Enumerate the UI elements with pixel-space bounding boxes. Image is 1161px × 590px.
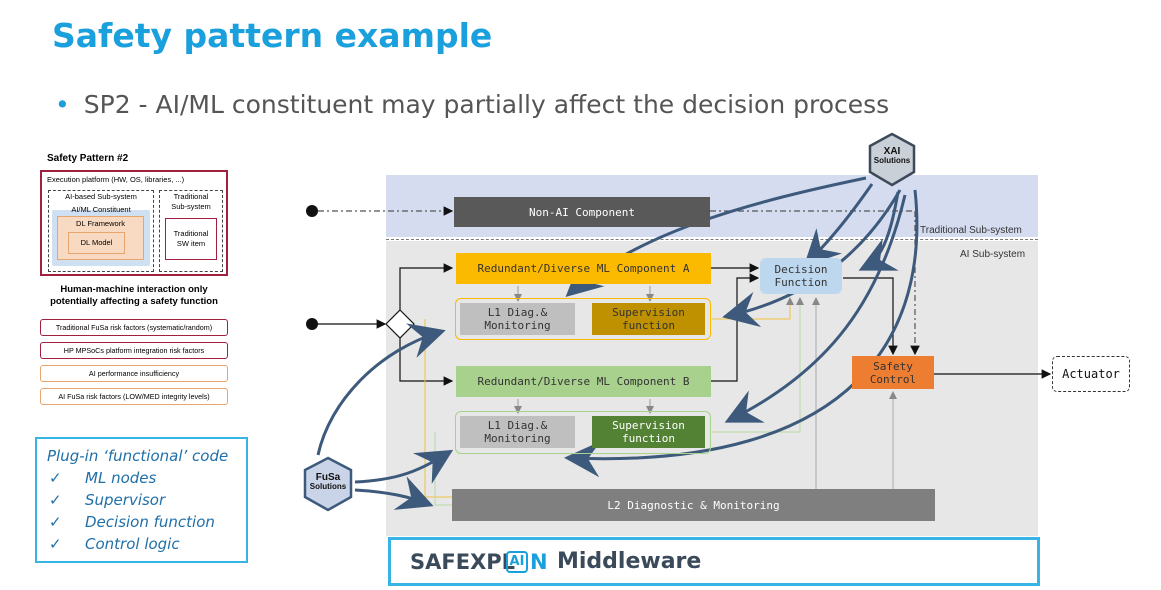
plugin-code-box [35, 437, 248, 563]
l1-diag-b-line2: Monitoring [484, 432, 551, 445]
execution-platform-label: Execution platform (HW, OS, libraries, .… [47, 175, 185, 184]
l1-diag-b-line1: L1 Diag.& [487, 419, 548, 432]
plugin-item-label: ML nodes [85, 469, 157, 487]
slide-title: Safety pattern example [52, 16, 493, 55]
non-ai-component: Non-AI Component [454, 197, 710, 227]
execution-platform-box [40, 170, 228, 276]
bullet-text: SP2 - AI/ML constituent may partially af… [83, 90, 890, 119]
l2-diagnostic-monitoring: L2 Diagnostic & Monitoring [452, 489, 935, 521]
plugin-item-label: Supervisor [85, 491, 166, 509]
slide-bullet: • SP2 - AI/ML constituent may partially a… [55, 90, 889, 119]
fusa-solutions-label: FuSa Solutions [305, 472, 351, 492]
traditional-subsystem-band-label: Traditional Sub-system [920, 225, 1022, 236]
traditional-sw-item-box: Traditional SW item [165, 218, 217, 260]
l1-diag-a-line1: L1 Diag.& [487, 306, 548, 319]
xai-solutions-label: XAI Solutions [870, 146, 914, 166]
ai-subsystem-text: AI-based Sub-system [65, 192, 137, 201]
decision-line2: Function [774, 276, 828, 289]
l1-group-b [455, 411, 711, 454]
hmi-caption: Human-machine interaction only potential… [40, 284, 228, 308]
plugin-item-supervisor: ✓ Supervisor [49, 491, 165, 509]
check-icon: ✓ [49, 491, 62, 509]
l1-diag-b: L1 Diag.&Monitoring [460, 416, 575, 448]
dl-framework-box [57, 216, 144, 260]
dl-framework-label: DL Framework [76, 219, 125, 228]
xai-line1: XAI [883, 146, 901, 157]
middleware-word: Middleware [557, 549, 702, 574]
plugin-item-label: Control logic [85, 535, 180, 553]
ml-component-b: Redundant/Diverse ML Component B [456, 366, 711, 397]
ai-subsystem-band-label: AI Sub-system [960, 249, 1026, 260]
plugin-item-decision-function: ✓ Decision function [49, 513, 215, 531]
traditional-subsystem-label: Traditional Sub-system [159, 192, 223, 212]
dl-model-box: DL Model [68, 232, 125, 254]
l1-diag-a: L1 Diag.&Monitoring [460, 303, 575, 335]
middleware-banner [388, 537, 1040, 586]
supervision-b-line1: Supervision [612, 419, 685, 432]
supervision-b-line2: function [622, 432, 675, 445]
traditional-sw-line1: Traditional [173, 229, 209, 238]
xai-line2: Solutions [873, 156, 911, 165]
safety-line2: Control [869, 372, 917, 386]
traditional-subsystem-line2: Sub-system [171, 202, 211, 211]
traditional-subsystem-box [159, 190, 223, 272]
band-divider [386, 239, 1038, 240]
brand-safexpl: SAFEXPL [410, 550, 515, 574]
ai-constituent-label: AI/ML Constituent [71, 205, 131, 214]
decision-line1: Decision [774, 263, 828, 276]
supervision-a-line1: Supervision [612, 306, 685, 319]
risk-factor-ai-fusa: AI FuSa risk factors (LOW/MED integrity … [40, 388, 228, 405]
l1-group-a [455, 298, 711, 340]
fusa-line1: FuSa [315, 472, 341, 483]
hmi-line1: Human-machine interaction only [60, 284, 208, 295]
actuator: Actuator [1052, 356, 1130, 392]
plugin-heading: Plug-in ‘functional’ code [47, 447, 229, 465]
l1-diag-a-line2: Monitoring [484, 319, 551, 332]
check-icon: ✓ [49, 535, 62, 553]
fusa-line2: Solutions [309, 482, 347, 491]
pattern-title: Safety Pattern #2 [47, 153, 129, 164]
plugin-item-ml-nodes: ✓ ML nodes [49, 469, 156, 487]
brand-ai-badge: AI [506, 551, 528, 573]
plugin-item-control-logic: ✓ Control logic [49, 535, 180, 553]
traditional-sw-line2: SW item [176, 239, 206, 248]
ai-subsystem-box [48, 190, 154, 272]
risk-factor-traditional: Traditional FuSa risk factors (systemati… [40, 319, 228, 336]
safety-line1: Safety [873, 359, 913, 373]
brand-left: SAFEXPL [410, 550, 516, 574]
plugin-item-label: Decision function [85, 513, 215, 531]
traditional-subsystem-line1: Traditional [173, 192, 209, 201]
hmi-line2: potentially affecting a safety function [50, 296, 218, 307]
brand-right: N [530, 550, 548, 574]
ml-component-a: Redundant/Diverse ML Component A [456, 253, 711, 284]
risk-factor-platform: HP MPSoCs platform integration risk fact… [40, 342, 228, 359]
bullet-dot-icon: • [55, 90, 70, 119]
risk-factor-ai-performance: AI performance insufficiency [40, 365, 228, 382]
check-icon: ✓ [49, 513, 62, 531]
supervision-a-line2: function [622, 319, 675, 332]
check-icon: ✓ [49, 469, 62, 487]
ai-subsystem-label: AI-based Sub-system [48, 192, 154, 202]
